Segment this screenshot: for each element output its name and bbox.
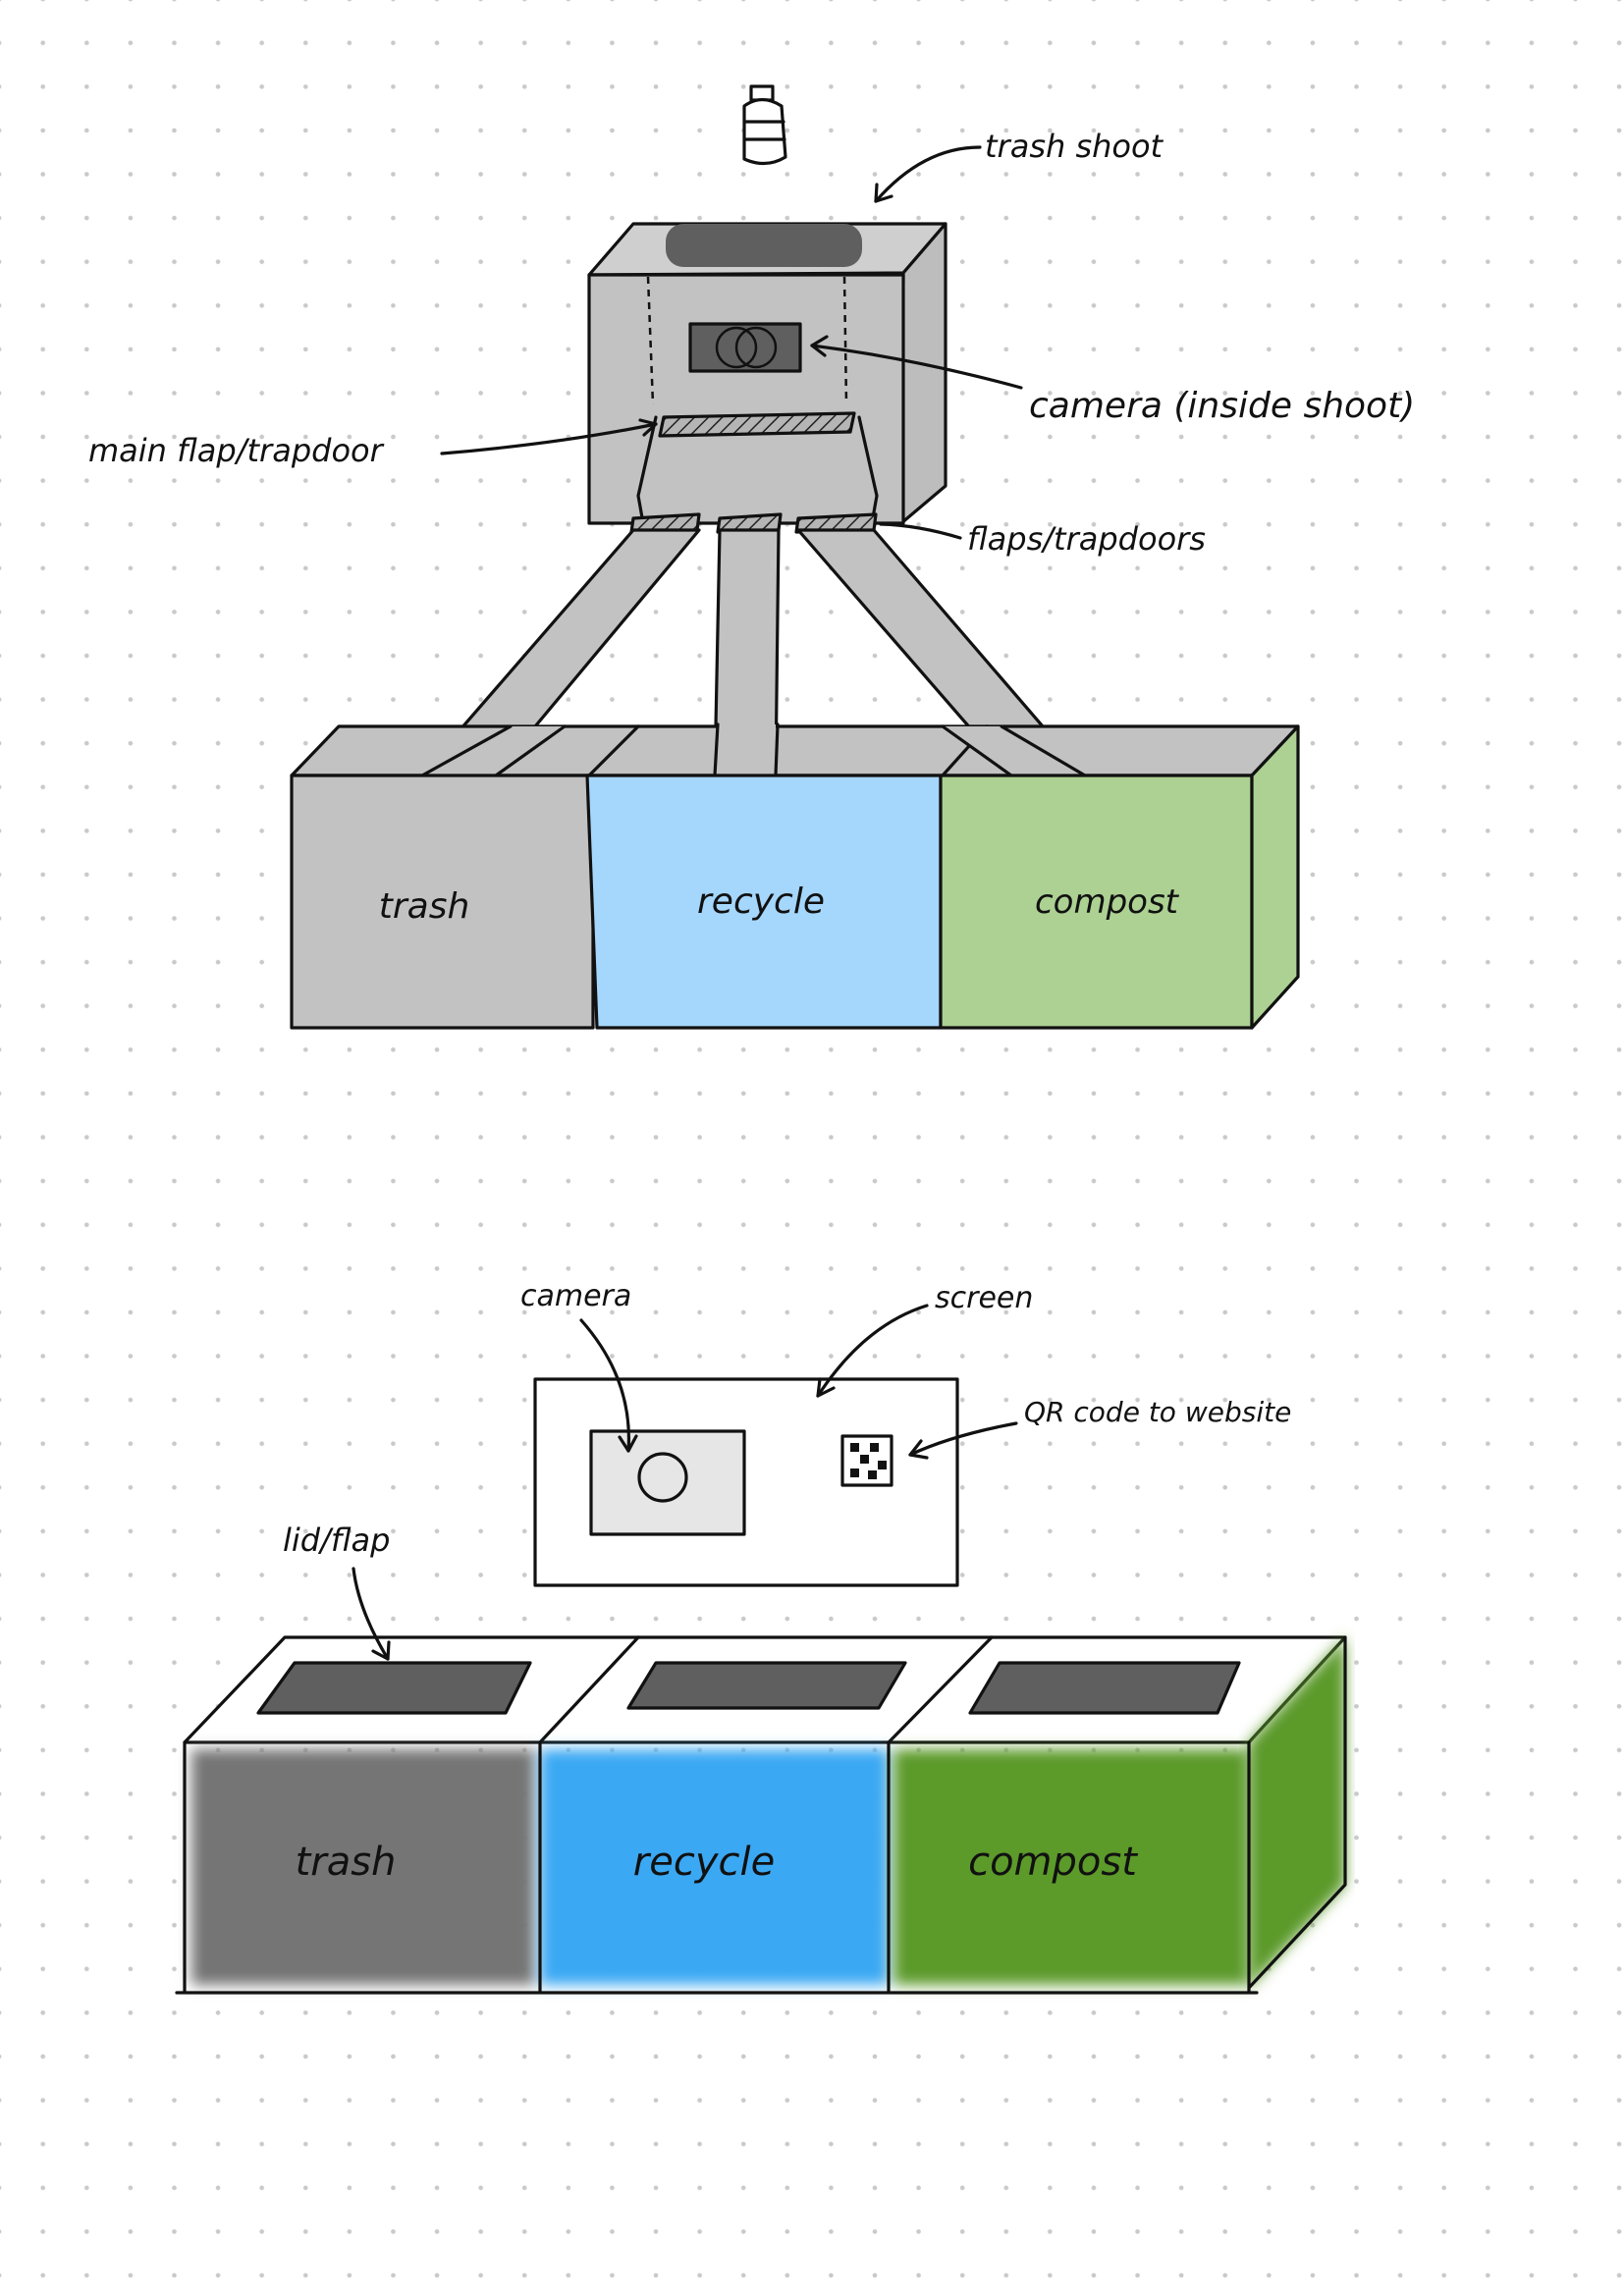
bottom-bin-trash — [191, 1749, 535, 1985]
top-bin-compost-label: compost — [1035, 882, 1180, 922]
bottom-bins: trash recycle compost — [175, 1635, 1347, 1995]
trash-shoot-box — [587, 222, 947, 534]
arrow-qr-code — [908, 1421, 1018, 1457]
label-camera-inside: camera (inside shoot) — [1029, 386, 1415, 426]
label-flaps: flaps/trapdoors — [967, 520, 1206, 558]
label-screen: screen — [935, 1281, 1033, 1315]
label-qr-code: QR code to website — [1024, 1396, 1291, 1428]
top-sketch: trash recycle compost trash shoot camera… — [88, 84, 1415, 1030]
shoot-dash-left — [646, 276, 655, 405]
top-bins: trash recycle compost — [290, 724, 1300, 1030]
label-main-flap: main flap/trapdoor — [88, 432, 385, 469]
top-bin-trash — [290, 774, 595, 1030]
top-bin-recycle-label: recycle — [697, 881, 825, 922]
arrow-trash-shoot — [874, 145, 982, 203]
bottom-sketch: trash recycle compost camera screen QR c… — [175, 1279, 1347, 1995]
top-annotations: trash shoot camera (inside shoot) main f… — [88, 128, 1415, 558]
lid-recycle — [626, 1661, 907, 1710]
bottom-bin-compost-label: compost — [968, 1840, 1138, 1885]
qr-code-icon — [840, 1434, 893, 1487]
camera-inside-icon — [688, 322, 802, 373]
bottom-bin-side — [1249, 1637, 1345, 1988]
bottom-annotations: camera screen QR code to website lid/fla… — [283, 1279, 1291, 1661]
top-bin-trash-label: trash — [379, 886, 470, 927]
top-bin-side — [1250, 724, 1300, 1030]
screen-panel — [533, 1377, 959, 1587]
arrow-camera — [579, 1318, 631, 1453]
arrow-screen — [816, 1304, 929, 1398]
bottom-bin-trash-label: trash — [296, 1840, 397, 1885]
bottom-bin-compost — [893, 1749, 1249, 1985]
lid-compost — [968, 1661, 1241, 1715]
arrow-main-flap — [440, 422, 658, 455]
bottom-bin-recycle-label: recycle — [633, 1840, 775, 1885]
arrow-camera-inside — [810, 344, 1023, 390]
shoot-opening — [666, 224, 862, 267]
lid-trash — [256, 1661, 532, 1715]
camera-module — [589, 1429, 746, 1536]
main-flap — [658, 411, 856, 438]
label-lid-flap: lid/flap — [283, 1522, 390, 1559]
camera-lens-icon — [637, 1452, 688, 1503]
bottle-icon — [742, 84, 787, 166]
top-bin-compost — [939, 774, 1254, 1030]
bottom-bin-recycle — [540, 1749, 889, 1985]
label-trash-shoot: trash shoot — [985, 128, 1164, 165]
line-flaps — [879, 522, 962, 540]
arrow-lid-flap — [352, 1567, 390, 1661]
label-camera: camera — [520, 1279, 631, 1313]
shoot-dash-right — [842, 276, 848, 405]
